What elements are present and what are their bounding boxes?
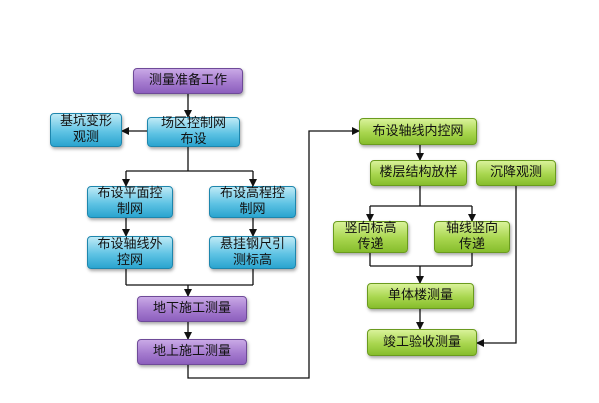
node-aboveground-construction-survey: 地上施工测量 — [137, 339, 247, 365]
node-survey-preparation: 测量准备工作 — [133, 68, 243, 94]
node-inner-axis-network: 布设轴线内控网 — [359, 118, 477, 145]
node-vertical-elevation-transfer: 竖向标高 传递 — [333, 221, 408, 253]
node-elevation-control-network: 布设高程控 制网 — [209, 186, 296, 218]
node-axis-vertical-transfer: 轴线竖向 传递 — [434, 221, 510, 253]
node-floor-structure-layout: 楼层结构放样 — [370, 160, 467, 186]
node-completion-acceptance-survey: 竣工验收测量 — [367, 329, 477, 356]
node-site-control-network: 场区控制网 布设 — [147, 116, 240, 147]
node-settlement-observation: 沉降观测 — [476, 160, 556, 186]
arrow-settlement-to-final — [476, 186, 517, 347]
node-plane-control-network: 布设平面控 制网 — [87, 186, 173, 218]
node-outer-axis-network: 布设轴线外 控网 — [87, 236, 173, 269]
node-single-building-survey: 单体楼测量 — [367, 283, 474, 309]
arrow-aboveground-to-inner-axis — [187, 127, 360, 379]
node-pit-deformation-monitoring: 基坑变形 观测 — [50, 113, 122, 147]
node-steel-ruler-elevation: 悬挂钢尺引 测标高 — [209, 236, 296, 269]
node-underground-construction-survey: 地下施工测量 — [137, 296, 247, 322]
